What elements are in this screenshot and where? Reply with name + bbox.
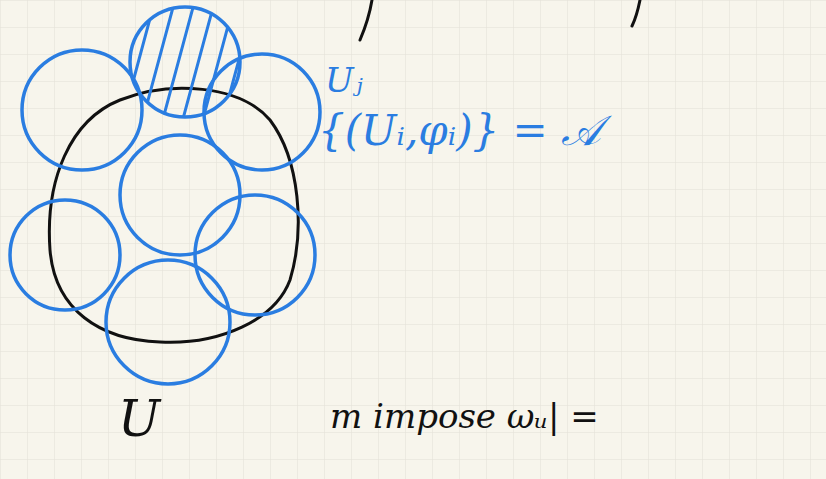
atlas-label: {(Uᵢ,φᵢ)} = 𝒜 xyxy=(318,108,601,154)
chart-label: Uⱼ xyxy=(325,62,363,99)
region-label: U xyxy=(118,392,160,447)
note-text: m impose ωᵤ| = xyxy=(330,398,599,435)
